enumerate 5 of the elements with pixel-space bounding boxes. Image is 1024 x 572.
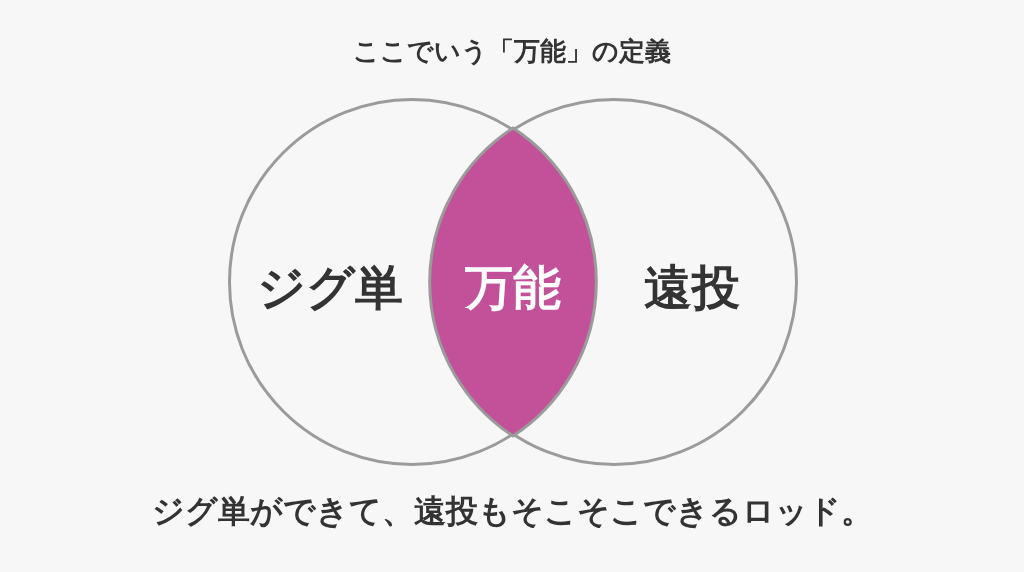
caption: ジグ単ができて、遠投もそこそこできるロッド。: [151, 491, 873, 532]
circle-label: 遠投: [644, 258, 740, 317]
circle-label: 万能: [465, 258, 561, 317]
circle-label: ジグ単: [257, 258, 403, 317]
title: ここでいう「万能」の定義: [353, 35, 671, 68]
